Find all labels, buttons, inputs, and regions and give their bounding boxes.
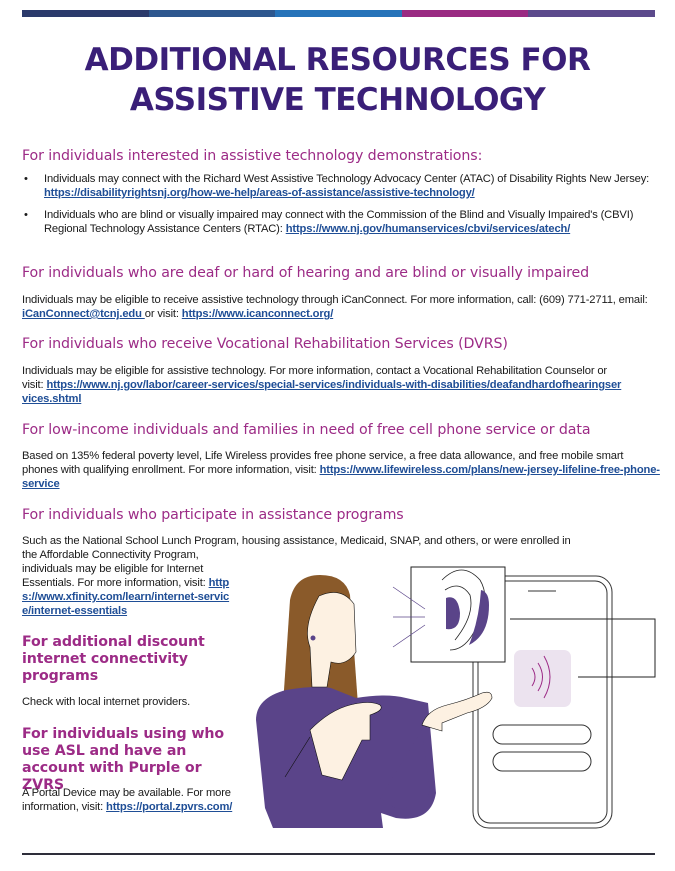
assistance-programs-paragraph: the Affordable Connectivity Program, ind… bbox=[22, 548, 234, 618]
woman-figure bbox=[256, 575, 493, 828]
cbvi-link[interactable]: https://www.nj.gov/humanservices/cbvi/se… bbox=[285, 223, 571, 235]
connector-line bbox=[510, 618, 656, 678]
zvrs-portal-link[interactable]: https://portal.zpvrs.com/ bbox=[106, 801, 233, 813]
page-title-line-2: ASSISTIVE TECHNOLOGY bbox=[129, 82, 546, 118]
page-title: ADDITIONAL RESOURCES FOR ASSISTIVE TECHN… bbox=[0, 40, 675, 120]
dvrs-paragraph: Individuals may be eligible for assistiv… bbox=[22, 364, 622, 406]
color-bar-segment-5 bbox=[528, 10, 655, 17]
section-heading-low-income: For low-income individuals and families … bbox=[22, 422, 591, 438]
section-heading-discount-internet: For additional discount internet connect… bbox=[22, 634, 205, 684]
section-heading-dvrs: For individuals who receive Vocational R… bbox=[22, 336, 508, 352]
sound-waves-icon bbox=[514, 650, 571, 707]
section-heading-assistance-programs: For individuals who participate in assis… bbox=[22, 507, 404, 523]
disabilityrightsnj-link[interactable]: https://disabilityrightsnj.org/how-we-he… bbox=[44, 187, 475, 199]
paragraph-text: the Affordable Connectivity Program, ind… bbox=[22, 549, 209, 589]
low-income-paragraph: Based on 135% federal poverty level, Lif… bbox=[22, 449, 662, 491]
color-bar-segment-2 bbox=[148, 10, 276, 17]
icanconnect-website-link[interactable]: https://www.icanconnect.org/ bbox=[181, 308, 334, 320]
dvrs-link[interactable]: https://www.nj.gov/labor/career-services… bbox=[22, 379, 622, 405]
discount-internet-paragraph: Check with local internet providers. bbox=[22, 696, 191, 708]
assistive-technology-illustration bbox=[256, 566, 656, 829]
footer-divider bbox=[22, 853, 655, 855]
bullet-icon: • bbox=[24, 209, 28, 221]
icanconnect-email-link[interactable]: iCanConnect@tcnj.edu bbox=[22, 308, 145, 320]
demonstrations-list: • Individuals may connect with the Richa… bbox=[22, 172, 652, 244]
list-item-text: Individuals may connect with the Richard… bbox=[44, 173, 650, 185]
list-item: • Individuals may connect with the Richa… bbox=[22, 172, 652, 200]
asl-paragraph: A Portal Device may be available. For mo… bbox=[22, 786, 234, 814]
color-bar-segment-3 bbox=[275, 10, 402, 17]
page-title-line-1: ADDITIONAL RESOURCES FOR bbox=[84, 42, 591, 78]
color-bar-segment-4 bbox=[401, 10, 529, 17]
header-color-bar bbox=[22, 10, 655, 17]
color-bar-segment-1 bbox=[22, 10, 149, 17]
deaf-blind-paragraph: Individuals may be eligible to receive a… bbox=[22, 293, 662, 321]
paragraph-text: A Portal Device may be available. For mo… bbox=[22, 787, 231, 813]
paragraph-text: Individuals may be eligible for assistiv… bbox=[22, 365, 608, 391]
paragraph-text: Based on 135% federal poverty level, Lif… bbox=[22, 450, 624, 476]
bullet-icon: • bbox=[24, 173, 28, 185]
assistance-programs-line-1: Such as the National School Lunch Progra… bbox=[22, 535, 571, 547]
section-heading-asl: For individuals using who use ASL and ha… bbox=[22, 726, 225, 793]
section-heading-demonstrations: For individuals interested in assistive … bbox=[22, 148, 483, 164]
list-item: • Individuals who are blind or visually … bbox=[22, 208, 652, 236]
paragraph-text: Individuals may be eligible to receive a… bbox=[22, 294, 648, 306]
paragraph-text: or visit: bbox=[144, 308, 182, 320]
section-heading-deaf-blind: For individuals who are deaf or hard of … bbox=[22, 265, 590, 281]
lifewireless-link[interactable]: https://www.lifewireless.com/plans/new-j… bbox=[22, 464, 660, 490]
ear-hearing-aid-icon bbox=[392, 566, 506, 663]
list-item-text: Individuals who are blind or visually im… bbox=[44, 209, 634, 235]
xfinity-link[interactable]: https://www.xfinity.com/learn/internet-s… bbox=[22, 577, 230, 617]
